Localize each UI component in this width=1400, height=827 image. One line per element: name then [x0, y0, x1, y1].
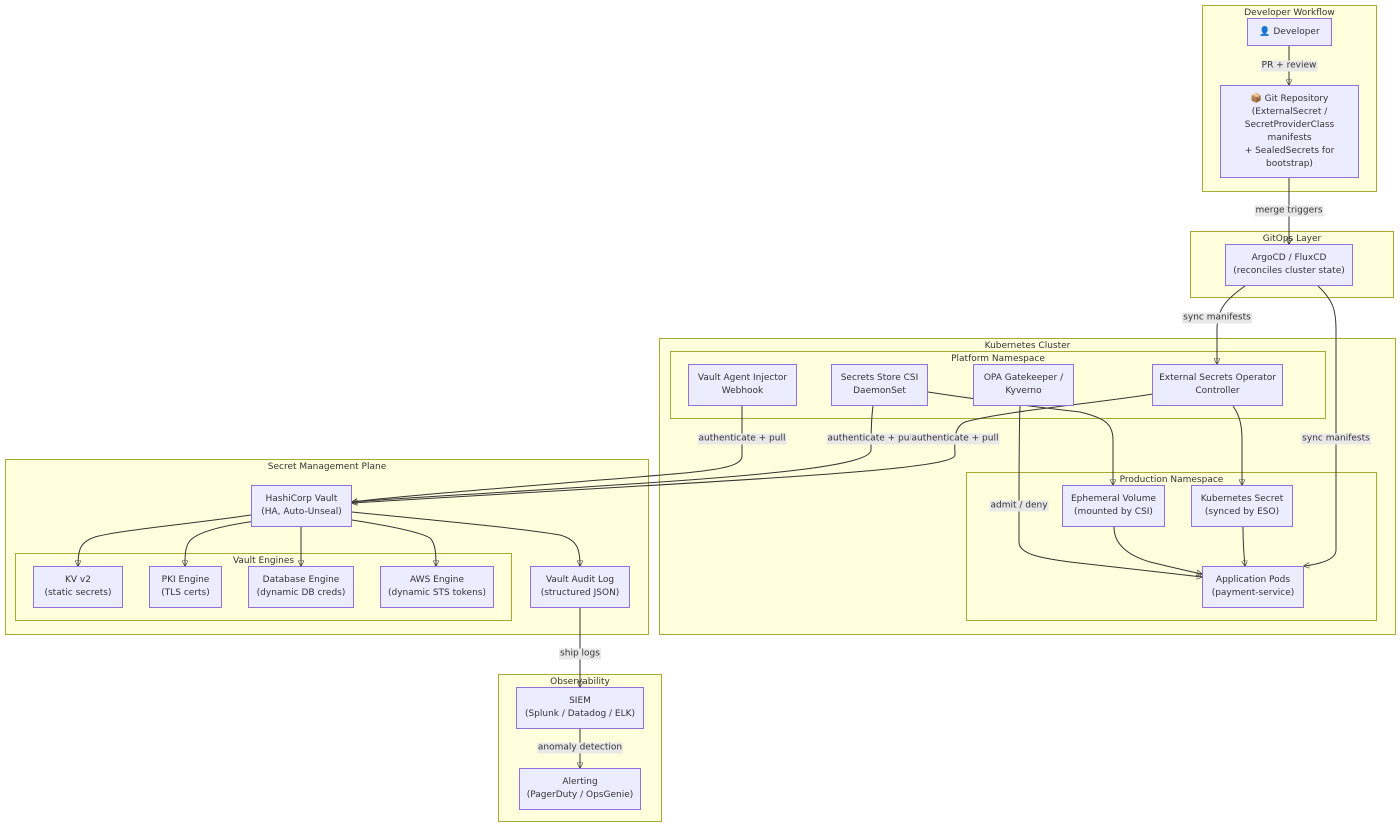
- node-label: DaemonSet: [853, 386, 906, 396]
- edge-label-admit-deny: admit / deny: [989, 500, 1049, 512]
- node-developer[interactable]: 👤 Developer: [1247, 18, 1332, 46]
- cluster-title: Kubernetes Cluster: [984, 341, 1071, 351]
- edge-injector-vault: [352, 406, 743, 502]
- node-secrets-store-csi[interactable]: Secrets Store CSI DaemonSet: [831, 364, 928, 406]
- node-vault-audit-log[interactable]: Vault Audit Log (structured JSON): [530, 566, 630, 608]
- node-label: 📦 Git Repository: [1250, 93, 1329, 104]
- node-label: Application Pods: [1215, 575, 1291, 585]
- node-label: (dynamic DB creds): [256, 588, 346, 598]
- node-label: External Secrets Operator: [1159, 373, 1276, 383]
- edge-label-auth-pull-injector: authenticate + pull: [697, 433, 787, 445]
- node-aws-engine[interactable]: AWS Engine (dynamic STS tokens): [380, 566, 494, 608]
- node-pki-engine[interactable]: PKI Engine (TLS certs): [149, 566, 222, 608]
- node-label: Secrets Store CSI: [840, 373, 919, 383]
- node-label: bootstrap): [1266, 158, 1313, 169]
- node-label: AWS Engine: [410, 575, 464, 585]
- node-label: (TLS certs): [161, 588, 210, 598]
- edge-label-ship-logs: ship logs: [559, 648, 601, 660]
- node-label: (payment-service): [1211, 588, 1295, 598]
- node-vault-agent-injector[interactable]: Vault Agent Injector Webhook: [688, 364, 797, 406]
- node-opa-gatekeeper[interactable]: OPA Gatekeeper / Kyverno: [973, 364, 1074, 406]
- edge-vault-audit: [351, 511, 580, 566]
- node-label: Ephemeral Volume: [1071, 494, 1156, 504]
- edge-argo-eso: [1217, 285, 1246, 364]
- node-label: OPA Gatekeeper /: [983, 373, 1064, 383]
- node-application-pods[interactable]: Application Pods (payment-service): [1202, 566, 1304, 608]
- node-label: + SealedSecrets for: [1244, 145, 1335, 156]
- edge-csi-vault: [352, 405, 874, 502]
- cluster-title: Vault Engines: [232, 556, 295, 566]
- cluster-production-namespace: Production Namespace: [966, 472, 1377, 621]
- node-label: Webhook: [721, 386, 764, 396]
- node-label: Database Engine: [262, 575, 340, 585]
- node-database-engine[interactable]: Database Engine (dynamic DB creds): [248, 566, 354, 608]
- edge-label-pr-review: PR + review: [1260, 60, 1318, 72]
- node-siem[interactable]: SIEM (Splunk / Datadog / ELK): [516, 687, 644, 729]
- edge-label-anomaly-detection: anomaly detection: [536, 742, 624, 754]
- edge-eso-k8ssecret: [1232, 405, 1242, 485]
- node-label: (PagerDuty / OpsGenie): [526, 790, 634, 800]
- edge-csi-ephemeral: [927, 391, 1113, 485]
- edge-label-auth-pull-csi: authenticate + pull: [826, 433, 916, 445]
- edge-vault-kv: [78, 514, 252, 566]
- node-label: SecretProviderClass: [1244, 119, 1335, 130]
- node-external-secrets-operator[interactable]: External Secrets Operator Controller: [1152, 364, 1283, 406]
- node-label: (HA, Auto-Unseal): [261, 507, 342, 517]
- node-label: Kyverno: [1005, 386, 1042, 396]
- edge-label-sync-manifests-pods: sync manifests: [1301, 433, 1371, 445]
- edge-label-auth-pull-eso: authenticate + pull: [910, 433, 1000, 445]
- node-label: (Splunk / Datadog / ELK): [524, 709, 636, 719]
- node-label: (ExternalSecret /: [1251, 106, 1328, 117]
- node-argocd-fluxcd[interactable]: ArgoCD / FluxCD (reconciles cluster stat…: [1225, 244, 1353, 286]
- node-label: (synced by ESO): [1204, 507, 1280, 517]
- edge-vault-pki: [185, 520, 257, 566]
- node-alerting[interactable]: Alerting (PagerDuty / OpsGenie): [519, 768, 641, 810]
- node-kubernetes-secret[interactable]: Kubernetes Secret (synced by ESO): [1191, 485, 1293, 527]
- node-label: Alerting: [562, 777, 598, 787]
- node-hashicorp-vault[interactable]: HashiCorp Vault (HA, Auto-Unseal): [251, 485, 352, 527]
- edge-label-merge-triggers: merge triggers: [1254, 205, 1324, 217]
- edge-opa-pods: [1018, 405, 1202, 577]
- cluster-title: Secret Management Plane: [267, 462, 387, 472]
- edge-argo-pods: [1304, 285, 1337, 566]
- node-kv-v2[interactable]: KV v2 (static secrets): [33, 566, 123, 608]
- cluster-title: Platform Namespace: [951, 354, 1045, 364]
- node-label: ArgoCD / FluxCD: [1251, 253, 1327, 263]
- node-label: KV v2: [65, 575, 91, 585]
- node-label: Controller: [1195, 386, 1240, 396]
- edge-ephemeral-pods: [1113, 526, 1202, 574]
- node-label: 👤 Developer: [1259, 26, 1320, 37]
- node-ephemeral-volume[interactable]: Ephemeral Volume (mounted by CSI): [1062, 485, 1165, 527]
- node-git-repository[interactable]: 📦 Git Repository (ExternalSecret / Secre…: [1220, 85, 1359, 178]
- node-label: (structured JSON): [540, 588, 620, 598]
- cluster-title: Production Namespace: [1119, 475, 1224, 485]
- edge-vault-aws: [351, 519, 436, 566]
- node-label: (static secrets): [44, 588, 112, 598]
- node-label: Vault Audit Log: [545, 575, 615, 585]
- node-label: (mounted by CSI): [1074, 507, 1153, 517]
- node-label: manifests: [1267, 132, 1312, 143]
- edge-eso-vault: [352, 393, 1154, 503]
- cluster-title: Developer Workflow: [1244, 8, 1335, 18]
- edge-k8ssecret-pods: [1243, 526, 1245, 566]
- node-label: SIEM: [569, 696, 591, 706]
- node-label: PKI Engine: [161, 575, 210, 585]
- node-label: HashiCorp Vault: [265, 494, 338, 504]
- node-label: (dynamic STS tokens): [388, 588, 486, 598]
- node-label: Kubernetes Secret: [1200, 494, 1284, 504]
- edge-label-sync-manifests-eso: sync manifests: [1182, 312, 1252, 324]
- node-label: (reconciles cluster state): [1233, 266, 1345, 276]
- node-label: Vault Agent Injector: [697, 373, 788, 383]
